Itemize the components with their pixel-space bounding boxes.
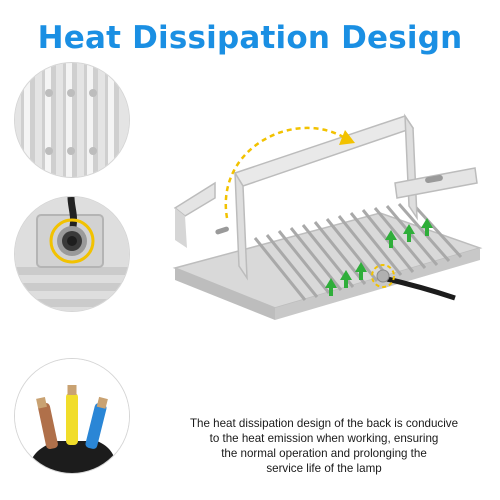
thumbnail-heat-sink-fins bbox=[14, 62, 130, 178]
description-caption: The heat dissipation design of the back … bbox=[150, 416, 498, 476]
floodlight-product-image bbox=[155, 88, 500, 358]
thumbnail-cable-cross-section bbox=[14, 358, 130, 474]
caption-line: the normal operation and prolonging the bbox=[221, 447, 427, 460]
caption-line: service life of the lamp bbox=[266, 462, 382, 475]
headline: Heat Dissipation Design bbox=[37, 20, 463, 56]
cable-gland-icon bbox=[15, 197, 129, 311]
caption-line: The heat dissipation design of the back … bbox=[189, 417, 459, 430]
caption-line: to the heat emission when working, ensur… bbox=[209, 432, 439, 445]
thumbnail-cable-gland bbox=[14, 196, 130, 312]
floodlight-back-illustration bbox=[172, 113, 483, 320]
cable-cross-section-icon bbox=[15, 359, 129, 473]
heat-sink-fins-icon bbox=[15, 63, 129, 177]
